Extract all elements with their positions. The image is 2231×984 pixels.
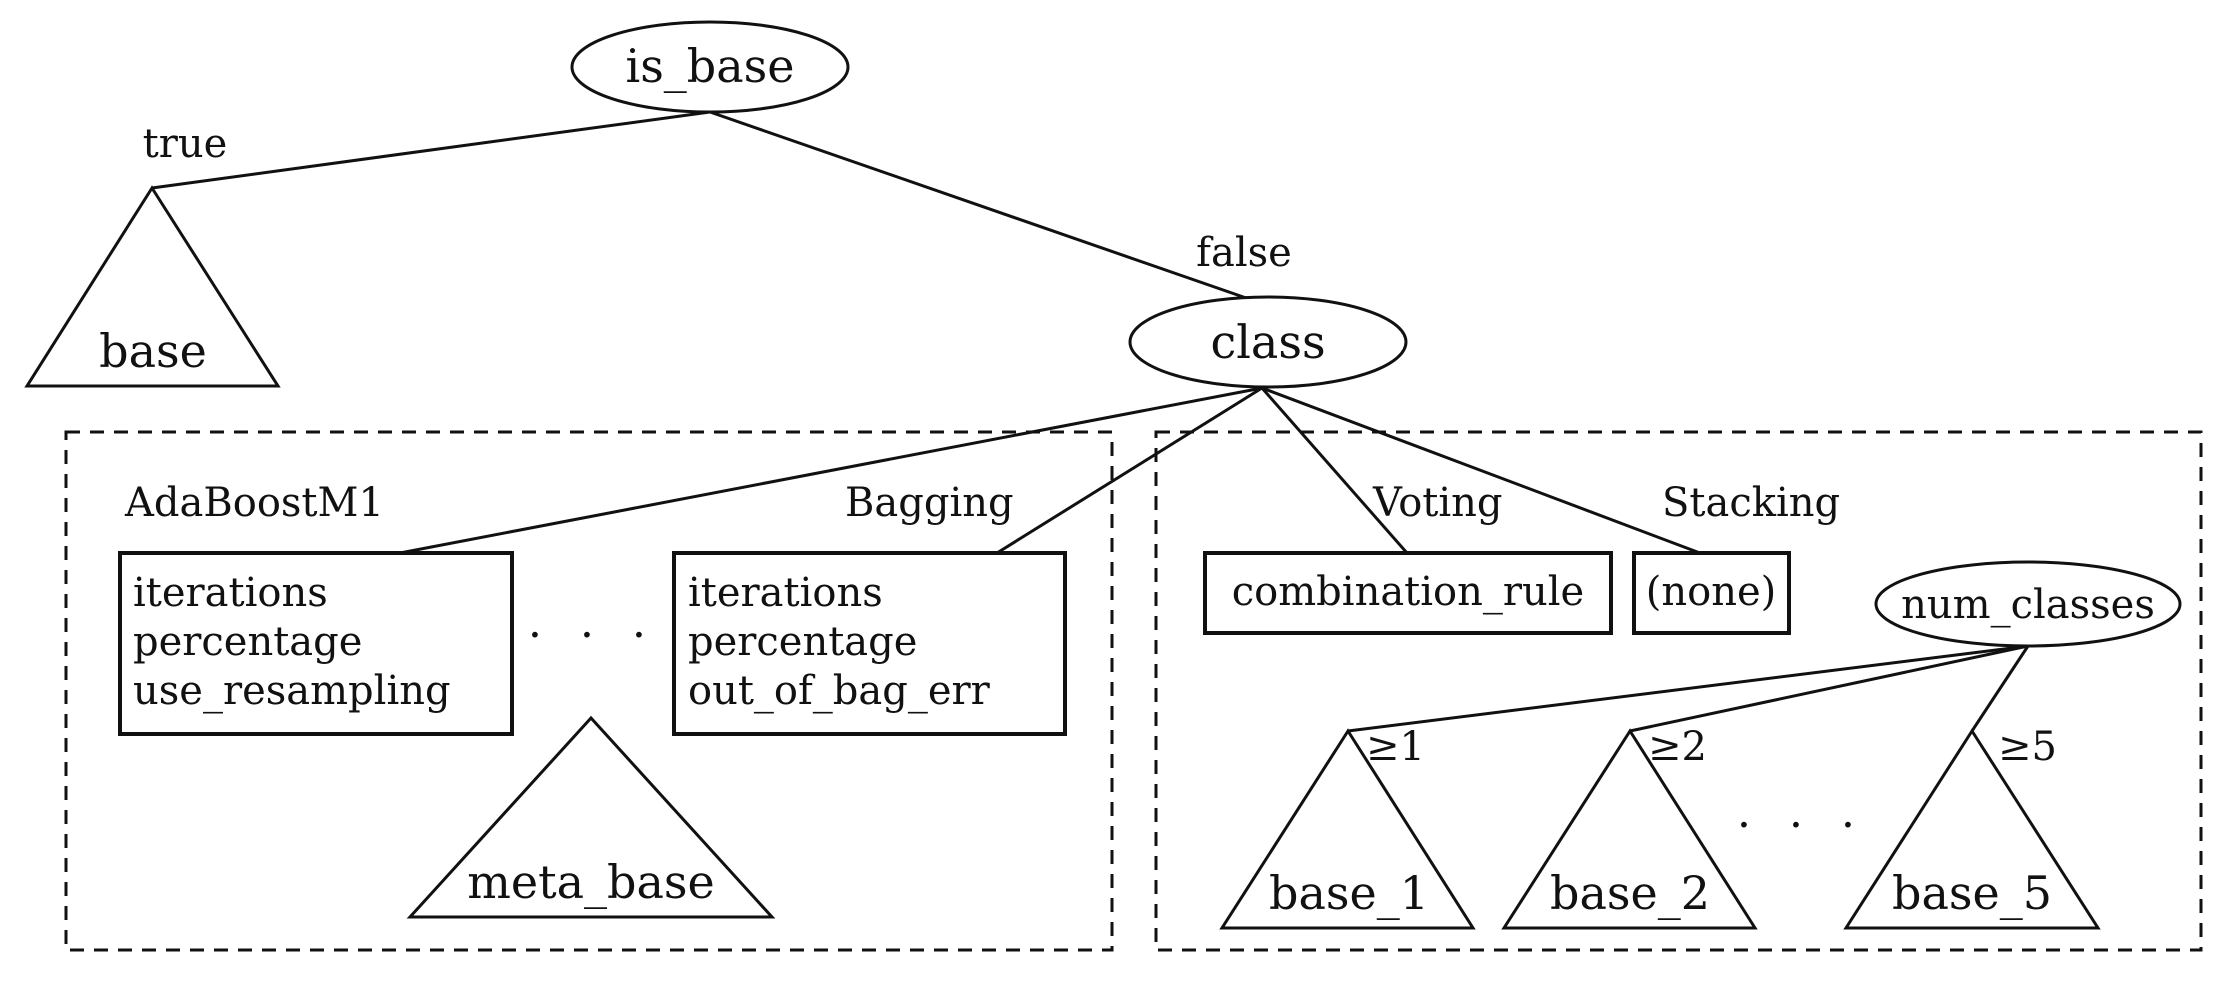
edge-class-voting (1260, 387, 1409, 554)
class-node-label: class (1210, 315, 1325, 369)
meta-ellipsis: · · · (528, 610, 658, 661)
edge-numclasses-base5 (1970, 645, 2030, 732)
edge-class-bagging (996, 386, 1263, 555)
voting-param: combination_rule (1232, 569, 1584, 615)
adaboost-param: iterations (133, 570, 328, 616)
meta-base-subtree-triangle (406, 715, 776, 919)
base5-subtree-triangle (1843, 728, 2101, 930)
edge-class-stacking (1261, 386, 1701, 555)
adaboost-params-box (118, 551, 514, 736)
stacking-params-box (1632, 551, 1791, 635)
ensemble-classifier-group-box (1154, 430, 2203, 952)
base-subtree-label: base (99, 324, 207, 378)
bagging-param: iterations (688, 570, 883, 616)
bagging-params-box (672, 551, 1067, 736)
voting-edge-label: Voting (1372, 480, 1503, 526)
stacking-param: (none) (1646, 569, 1777, 615)
edge-root-true (151, 110, 711, 190)
num-classes-node-label: num_classes (1901, 582, 2155, 628)
adaboost-param: use_resampling (133, 668, 451, 714)
base2-subtree-label: base_2 (1550, 866, 1710, 920)
bagging-param: out_of_bag_err (688, 668, 991, 714)
num-classes-node-ellipse (1874, 560, 2182, 648)
bagging-edge-label: Bagging (845, 480, 1014, 526)
root-node-label: is_base (625, 39, 794, 93)
base5-edge-label: ≥5 (1998, 724, 2057, 770)
edge-numclasses-base1 (1347, 644, 2029, 733)
class-node-ellipse (1128, 295, 1408, 389)
bagging-param: percentage (688, 619, 917, 665)
base1-subtree-label: base_1 (1269, 866, 1429, 920)
edge-numclasses-base2 (1629, 644, 2029, 733)
meta-classifier-group-box (64, 430, 1114, 952)
base2-edge-label: ≥2 (1648, 724, 1707, 770)
adaboost-edge-label: AdaBoostM1 (124, 480, 384, 526)
true-edge-label: true (143, 121, 228, 167)
adaboost-param: percentage (133, 619, 362, 665)
num-classes-ellipsis: · · · (1737, 800, 1867, 851)
edge-root-false (709, 110, 1253, 302)
base1-subtree-triangle (1219, 728, 1476, 930)
root-node-ellipse (570, 20, 850, 114)
base1-edge-label: ≥1 (1366, 724, 1425, 770)
stacking-edge-label: Stacking (1662, 480, 1840, 526)
edge-class-adaboost (399, 386, 1263, 555)
false-edge-label: false (1196, 230, 1292, 276)
base-subtree-triangle (24, 185, 281, 388)
base2-subtree-triangle (1501, 728, 1758, 930)
voting-params-box (1203, 551, 1613, 635)
base5-subtree-label: base_5 (1892, 866, 2052, 920)
meta-base-subtree-label: meta_base (467, 855, 714, 909)
